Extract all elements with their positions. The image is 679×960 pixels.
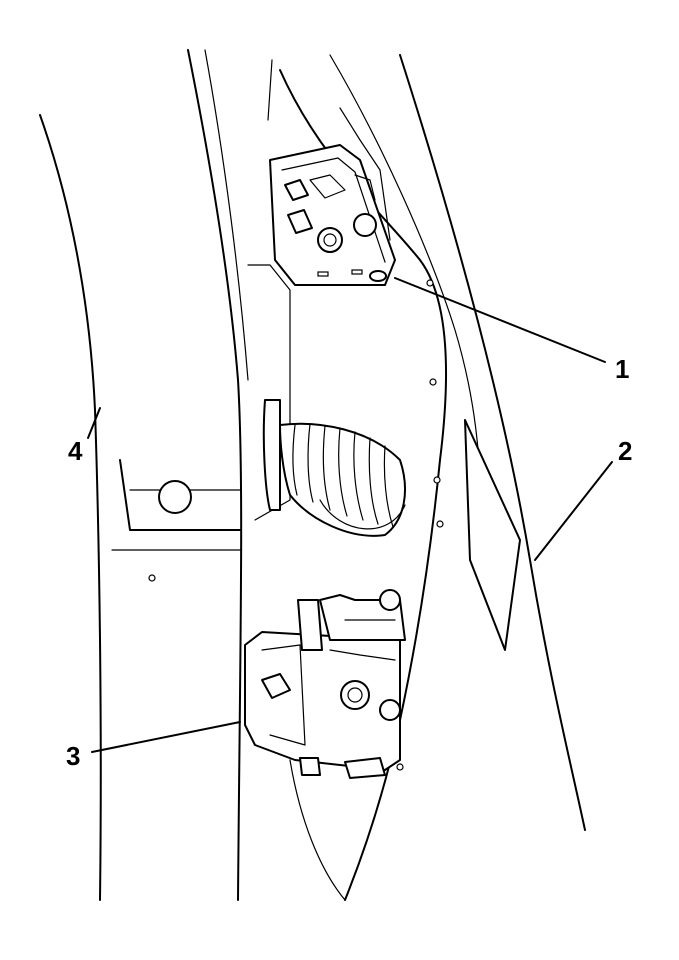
upper-hinge-bolt-1 (284, 179, 309, 201)
leader-line-4 (87, 407, 101, 439)
callout-1: 1 (615, 354, 629, 384)
lower-door-hinge (244, 589, 406, 779)
door-outer-edge (329, 54, 586, 831)
lower-hinge-bolt-3 (379, 699, 401, 721)
lower-hinge-bolt-2 (340, 680, 370, 710)
lower-hinge-bolt-1 (261, 673, 291, 699)
callout-3: 3 (66, 741, 80, 771)
pillar-access-hole (158, 480, 192, 514)
upper-hinge-bolt-4 (353, 213, 377, 237)
upper-door-hinge (269, 107, 396, 286)
leader-line-1 (394, 277, 606, 363)
callout-4: 4 (68, 436, 83, 466)
upper-hinge-bolt-3 (317, 227, 343, 253)
callout-2: 2 (618, 436, 632, 466)
leader-line-3 (91, 721, 241, 753)
wiring-harness-boot (262, 399, 406, 537)
body-hinge-pillar (39, 114, 291, 901)
leader-line-2 (534, 461, 613, 561)
leader-lines (87, 277, 613, 753)
upper-hinge-bolt-2 (287, 209, 313, 234)
